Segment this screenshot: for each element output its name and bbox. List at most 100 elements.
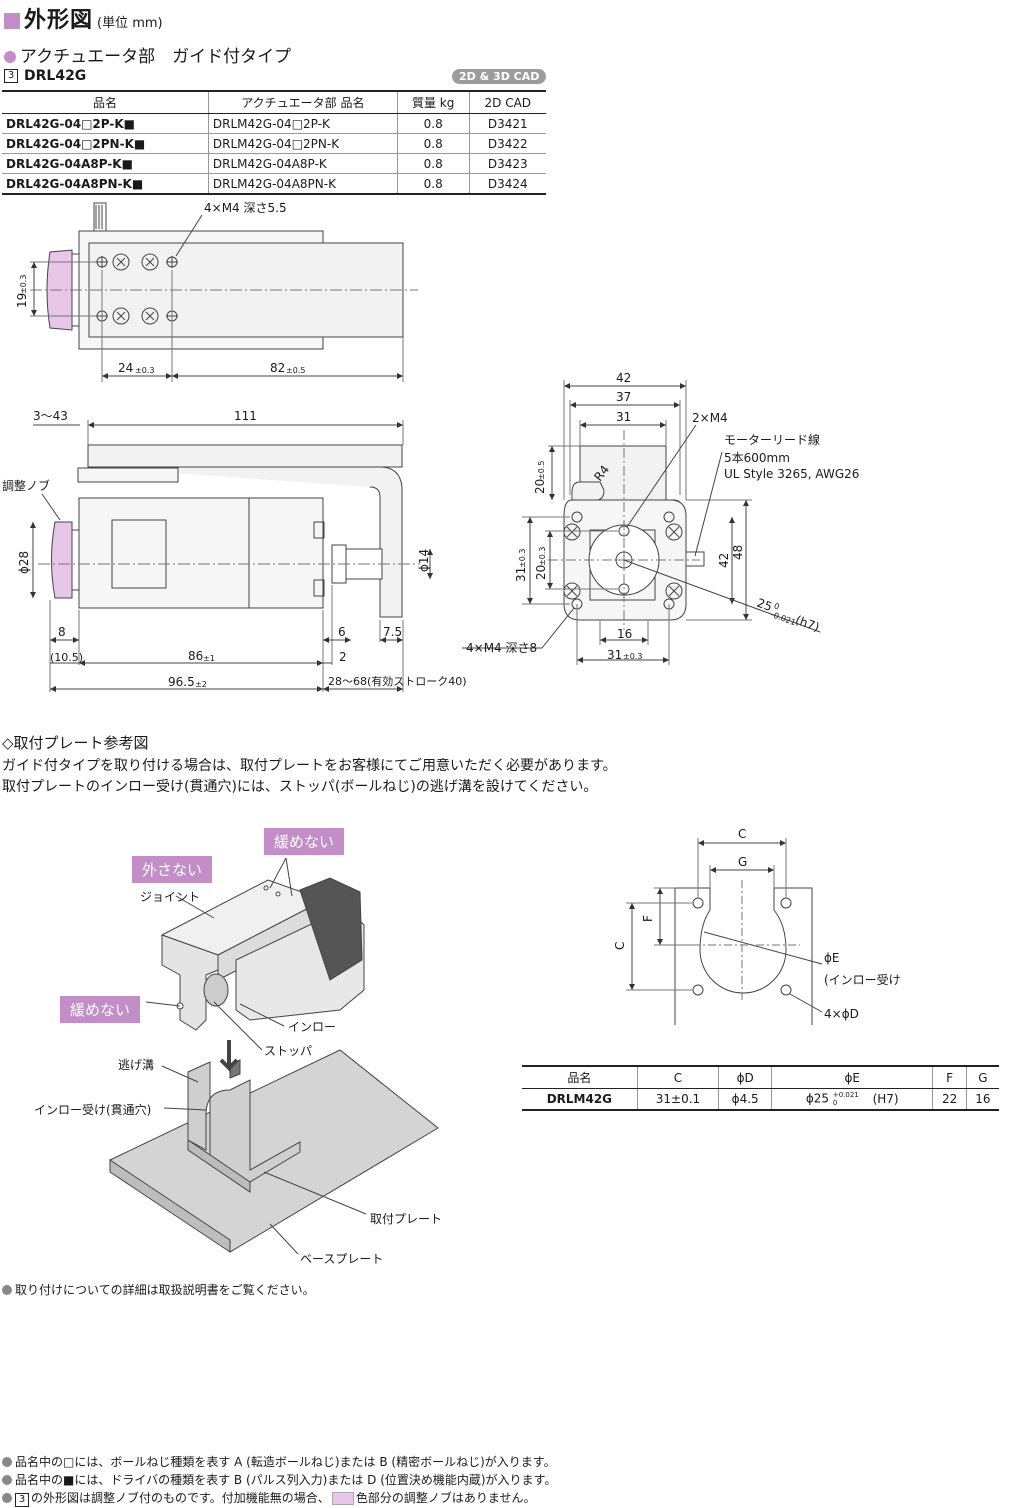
leader-line bbox=[694, 451, 723, 557]
col-header: 品名 bbox=[522, 1065, 638, 1089]
plate-d: ϕ4.5 bbox=[718, 1088, 772, 1111]
stopper-label: ストッパ bbox=[264, 1044, 313, 1058]
plate-e: ϕ25 +0.021 0 (H7) bbox=[771, 1088, 933, 1111]
dim-label: 31 bbox=[616, 410, 631, 424]
bullet-icon bbox=[2, 1457, 12, 1467]
spigot-shape bbox=[203, 973, 229, 1007]
model-index: 3 bbox=[4, 69, 18, 83]
tap-label: 2×M4 bbox=[692, 411, 728, 425]
motor-back bbox=[299, 877, 363, 981]
cad-link[interactable]: D3422 bbox=[468, 133, 546, 154]
dim-label: (10.5) bbox=[50, 651, 83, 664]
section-heading: アクチュエータ部 ガイド付タイプ bbox=[4, 42, 291, 67]
dim-label: 3～43 bbox=[33, 409, 68, 423]
plate-table: 品名 C ϕD ϕE F G DRLM42G 31±0.1 ϕ4.5 ϕ25 +… bbox=[522, 1065, 999, 1111]
lead-spec: 5本600mm bbox=[724, 451, 790, 465]
cad-link[interactable]: D3421 bbox=[468, 113, 546, 134]
base-plate-label: ベースプレート bbox=[300, 1252, 384, 1266]
dim-label: 25 bbox=[755, 596, 774, 614]
motor-window bbox=[111, 519, 167, 589]
dim-fit: (h7) bbox=[793, 613, 821, 635]
leader-line bbox=[161, 1065, 199, 1083]
base-plate-edge bbox=[109, 1159, 231, 1253]
insert-arrow bbox=[219, 1040, 239, 1073]
bullet-icon bbox=[2, 1493, 12, 1503]
leader-line bbox=[41, 493, 61, 521]
leader-line bbox=[269, 857, 287, 889]
col-header: ϕD bbox=[718, 1065, 772, 1089]
callout-do-not-remove: 外さない bbox=[132, 856, 213, 883]
plate-e-fit: (H7) bbox=[872, 1091, 899, 1106]
mass: 0.8 bbox=[396, 153, 470, 174]
joint-label: ジョイント bbox=[140, 890, 201, 904]
leader-line bbox=[175, 214, 203, 257]
col-header: 品名 bbox=[2, 90, 209, 114]
dim-label: ϕ28 bbox=[17, 551, 31, 574]
col-header: 2D CAD bbox=[468, 90, 546, 114]
section-heading-text: アクチュエータ部 ガイド付タイプ bbox=[20, 47, 292, 67]
mount-plate-side bbox=[187, 1072, 251, 1193]
plate-hole bbox=[780, 984, 792, 996]
leader-line bbox=[239, 1003, 285, 1027]
side-bolt bbox=[313, 521, 325, 539]
lead-title: モーターリード線 bbox=[724, 432, 820, 447]
knob-shaft bbox=[71, 529, 80, 591]
leader-line bbox=[263, 1171, 367, 1215]
title-marker-icon bbox=[4, 13, 20, 29]
footnote-text: 品名中の■には、ドライバの種類を表す B (パルス列入力)または D (位置決め… bbox=[15, 1473, 557, 1487]
model-index: 3 bbox=[15, 1493, 29, 1507]
inro-recv-label: インロー受け(貫通穴) bbox=[34, 1103, 152, 1117]
dim-label: ϕ14 bbox=[417, 549, 431, 572]
model-name: DRL42G bbox=[24, 68, 87, 84]
actuator-name: DRLM42G-04□2PN-K bbox=[207, 133, 398, 154]
dim-label: ϕE bbox=[824, 951, 840, 965]
dim-tolerance: ±0.5 bbox=[286, 366, 305, 375]
actuator-name: DRLM42G-04□2P-K bbox=[207, 113, 398, 134]
leader-line bbox=[623, 559, 821, 633]
dim-label: 6 bbox=[338, 625, 346, 639]
plate-drawing: C G F C ϕE (インロー受け) 4×ϕD bbox=[613, 827, 900, 1025]
page-header: 外形図 (単位 mm) bbox=[4, 2, 163, 34]
cad-badge[interactable]: 2D & 3D CAD bbox=[452, 69, 547, 84]
dim-label: 24 bbox=[118, 361, 133, 375]
plate-e-tol-lower: 0 bbox=[832, 1099, 838, 1107]
guide-bracket bbox=[88, 466, 403, 618]
plate-instruction: 取付プレートのインロー受け(貫通穴)には、ストッパ(ボールねじ)の逃げ溝を設けて… bbox=[2, 779, 598, 795]
leader-line bbox=[145, 1001, 181, 1007]
leader-line bbox=[175, 895, 215, 919]
bullet-icon bbox=[4, 51, 16, 63]
footnote: 品名中の■には、ドライバの種類を表す B (パルス列入力)または D (位置決め… bbox=[2, 1471, 556, 1489]
slider-top bbox=[77, 467, 179, 483]
leader-line bbox=[285, 857, 293, 897]
dim-label: 4×ϕD bbox=[824, 1007, 859, 1021]
dim-label: 42 bbox=[717, 553, 731, 568]
plate-heading: ◇取付プレート参考図 bbox=[2, 734, 149, 752]
tap-label: 4×M4 深さ8 bbox=[466, 641, 537, 655]
col-header: 質量 kg bbox=[396, 90, 470, 114]
cad-link[interactable]: D3423 bbox=[468, 153, 546, 174]
plate-model: DRLM42G bbox=[522, 1088, 638, 1111]
plate-hole bbox=[692, 984, 704, 996]
cad-link[interactable]: D3424 bbox=[468, 173, 546, 195]
dim-label: C bbox=[613, 942, 627, 950]
leader-line bbox=[703, 931, 823, 965]
connector-pins bbox=[95, 205, 103, 229]
plate-table-header: 品名 C ϕD ϕE F G bbox=[522, 1065, 999, 1089]
col-header: ϕE bbox=[771, 1065, 933, 1089]
product-name: DRL42G-04A8PN-K■ bbox=[2, 173, 209, 195]
col-header: F bbox=[932, 1065, 967, 1089]
dim-label: 86 bbox=[188, 649, 203, 663]
plate-e-tol-upper: +0.021 bbox=[832, 1091, 859, 1099]
plate-e-tolerance: +0.021 0 bbox=[833, 1091, 859, 1107]
knob-side bbox=[51, 521, 73, 599]
dim-label: 82 bbox=[270, 361, 285, 375]
dim-label: 48 bbox=[731, 545, 745, 560]
dim-label: 16 bbox=[617, 627, 632, 641]
detail-note: 取り付けについての詳細は取扱説明書をご覧ください。 bbox=[2, 1281, 315, 1299]
mass: 0.8 bbox=[396, 113, 470, 134]
product-name: DRL42G-04A8P-K■ bbox=[2, 153, 209, 174]
dim-label: 96.5 bbox=[168, 675, 195, 689]
unit-label: (単位 mm) bbox=[97, 16, 163, 31]
dim-label: C bbox=[738, 827, 746, 841]
dim-tolerance: ±2 bbox=[195, 680, 207, 689]
